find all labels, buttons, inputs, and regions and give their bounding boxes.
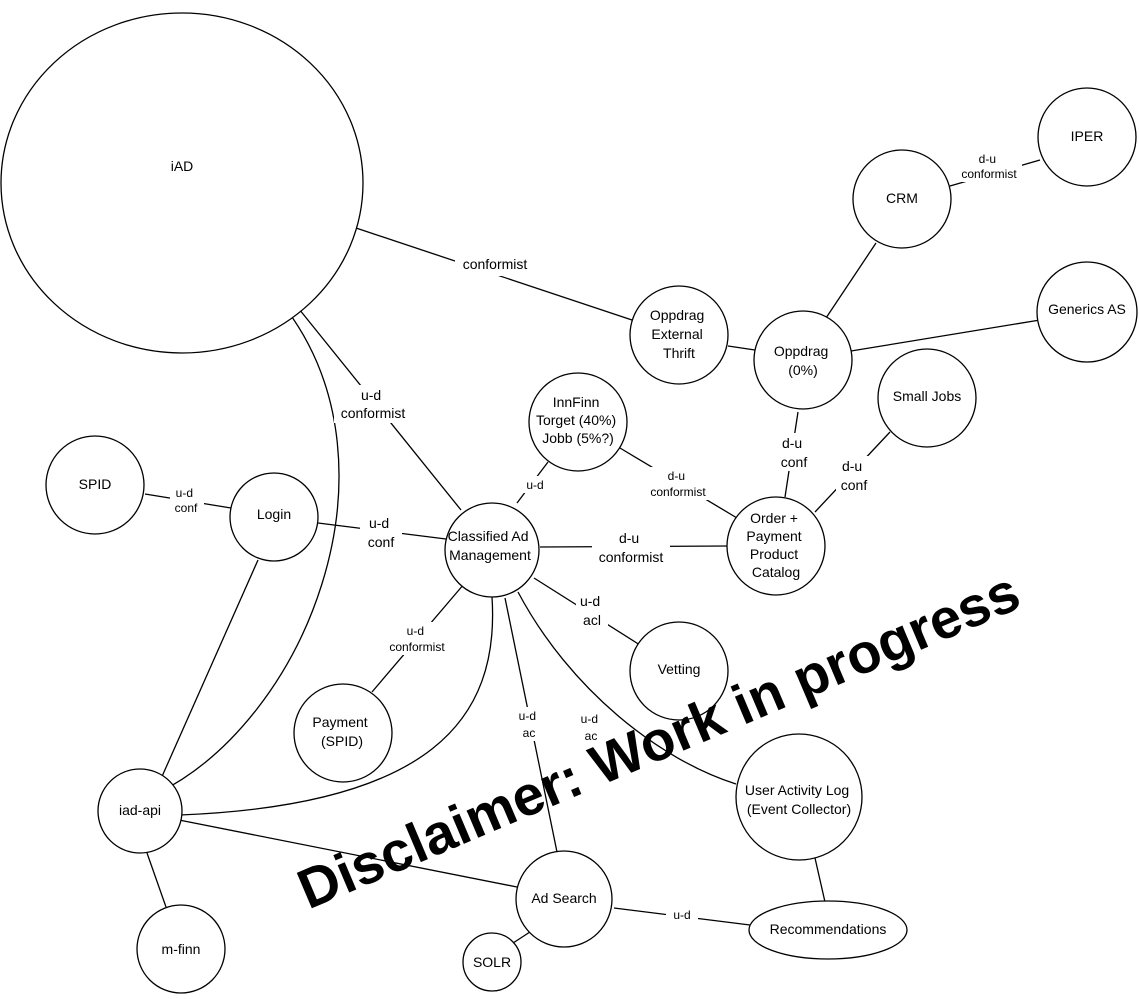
edge-oppdrag-to-generics	[850, 319, 1041, 352]
edge-label-cam-order: d-u conformist	[599, 530, 664, 565]
node-order-label: Order + Payment Product Catalog	[746, 510, 805, 580]
edge-label-innfinn-order: d-u conformist	[650, 469, 706, 499]
node-smalljobs-label: Small Jobs	[893, 388, 961, 404]
edge-label-cam-ual: u-d ac	[581, 712, 602, 743]
edge-cam-to-ual	[517, 591, 737, 785]
node-thrift-label: Oppdrag External Thrift	[650, 307, 708, 361]
edge-iad-api-to-ad-search	[178, 819, 518, 888]
node-iper[interactable]: IPER	[1037, 87, 1137, 187]
node-spid-label: SPID	[79, 476, 112, 492]
node-iper-label: IPER	[1071, 128, 1104, 144]
node-ad-search-label: Ad Search	[531, 890, 596, 906]
node-solr[interactable]: SOLR	[462, 932, 522, 992]
node-m-finn-label: m-finn	[162, 941, 201, 957]
node-recommendations[interactable]: Recommendations	[748, 900, 908, 960]
node-payment-spid[interactable]: Payment (SPID)	[293, 683, 393, 783]
edge-label-adsearch-recs: u-d	[673, 908, 690, 922]
node-innfinn[interactable]: InnFinn Torget (40%) Jobb (5%?)	[528, 372, 628, 472]
node-oppdrag-external-thrift[interactable]: Oppdrag External Thrift	[629, 285, 729, 385]
node-vetting-label: Vetting	[658, 661, 701, 677]
node-generics-label: Generics AS	[1048, 301, 1126, 317]
node-iad-api[interactable]: iad-api	[97, 768, 183, 854]
edge-iad-to-iad-api	[157, 309, 340, 794]
node-login[interactable]: Login	[229, 472, 319, 562]
node-order-payment-product-catalog[interactable]: Order + Payment Product Catalog	[726, 496, 826, 596]
node-cam-label: Classified Ad Management	[448, 528, 533, 563]
node-ad-search[interactable]: Ad Search	[515, 850, 613, 948]
edge-iad-api-to-m-finn	[146, 852, 167, 908]
edge-label-login-cam: u-d conf	[368, 515, 395, 550]
edge-label-cam-adsearch: u-d ac	[519, 709, 540, 740]
edge-label-iad-thrift: conformist	[463, 256, 528, 272]
edge-label-oppdrag-order: d-u conf	[781, 435, 808, 470]
edge-login-to-iad-api	[155, 559, 259, 791]
node-solr-label: SOLR	[473, 954, 511, 970]
edge-label-crm-iper: d-u conformist	[961, 152, 1017, 181]
nodes: iAD IPER CRM Generics AS Oppdrag	[0, 12, 1138, 994]
node-spid[interactable]: SPID	[45, 435, 145, 535]
node-crm-label: CRM	[886, 190, 918, 206]
edge-label-spid-login: u-d conf	[175, 486, 198, 515]
edge-labels: conformist u-d conformist d-u conformist…	[170, 150, 1022, 923]
edge-label-cam-payment: u-d conformist	[389, 624, 445, 654]
edge-label-cam-vetting: u-d acl	[580, 593, 604, 628]
node-iad[interactable]: iAD	[0, 12, 364, 354]
node-generics-as[interactable]: Generics AS	[1036, 261, 1138, 363]
node-oppdrag[interactable]: Oppdrag (0%)	[753, 310, 853, 410]
node-classified-ad-management[interactable]: Classified Ad Management	[444, 502, 540, 598]
edge-cam-to-iad-api	[179, 596, 494, 816]
node-login-label: Login	[257, 506, 291, 522]
node-small-jobs[interactable]: Small Jobs	[877, 348, 977, 448]
edge-crm-to-oppdrag	[825, 242, 877, 319]
edge-label-innfinn-cam: u-d	[526, 478, 543, 492]
edge-thrift-to-oppdrag	[727, 345, 756, 351]
disclaimer-watermark: Disclaimer: Work in progress	[288, 559, 1028, 921]
node-payment-label: Payment (SPID)	[312, 714, 371, 749]
edge-label-smalljobs-order: d-u conf	[841, 458, 868, 493]
node-vetting[interactable]: Vetting	[629, 621, 729, 721]
node-crm[interactable]: CRM	[852, 149, 952, 249]
node-m-finn[interactable]: m-finn	[136, 904, 226, 994]
node-iad-api-label: iad-api	[119, 802, 161, 818]
edge-label-iad-cam: u-d conformist	[341, 387, 406, 421]
edge-ual-to-recommendations	[814, 857, 826, 903]
node-oppdrag-label: Oppdrag (0%)	[774, 343, 832, 378]
node-innfinn-label: InnFinn Torget (40%) Jobb (5%?)	[536, 394, 620, 446]
node-iad-label: iAD	[171, 158, 194, 174]
node-user-activity-log[interactable]: User Activity Log (Event Collector)	[735, 733, 863, 861]
node-recommendations-label: Recommendations	[770, 921, 887, 937]
node-ual-label: User Activity Log (Event Collector)	[745, 782, 853, 817]
